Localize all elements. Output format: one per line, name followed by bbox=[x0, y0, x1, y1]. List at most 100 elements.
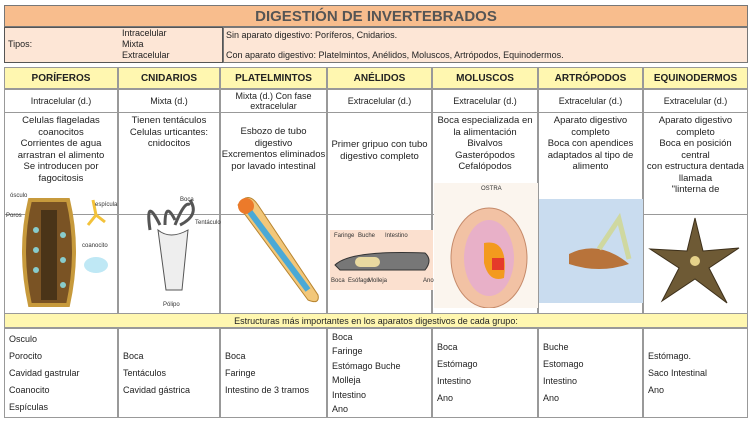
description-line: Se introducen por fagocitosis bbox=[23, 161, 99, 184]
description-line: Aparato digestivo completo bbox=[553, 115, 628, 138]
summary-box: Sin aparato digestivo: Poríferos, Cnidar… bbox=[223, 27, 748, 63]
divider bbox=[4, 214, 748, 215]
digestion-type-text: Mixta (d.) bbox=[150, 96, 188, 106]
column-header: ANÉLIDOS bbox=[327, 67, 432, 89]
structure-item: Buche bbox=[543, 342, 569, 352]
image-label: Boca bbox=[331, 278, 345, 284]
equinodermo-illustration bbox=[648, 217, 740, 304]
description-cell: Primer gripuo con tubo digestivo complet… bbox=[327, 113, 432, 313]
tipos-label: Tipos: bbox=[8, 39, 33, 49]
digestion-type-text: Mixta (d.) Con fase extracelular bbox=[235, 91, 312, 111]
structure-item: Intestino de 3 tramos bbox=[225, 384, 310, 395]
description-line: Gasterópodos bbox=[455, 149, 515, 161]
structure-item: Estómago bbox=[437, 359, 478, 369]
structure-item: Coanocito bbox=[9, 384, 50, 395]
structure-item: Faringe bbox=[332, 346, 363, 356]
description-line: Aparato digestivo completo bbox=[658, 115, 733, 138]
structure-item: Faringe bbox=[225, 367, 256, 378]
digestion-type-text: Extracelular (d.) bbox=[558, 96, 623, 106]
description-line: Boca especializada en la alimentación bbox=[437, 115, 533, 138]
image-label: Pólipo bbox=[163, 302, 180, 308]
structure-item: Ano bbox=[437, 393, 454, 403]
image-label: Faringe bbox=[334, 233, 355, 239]
image-label: Ano bbox=[423, 278, 434, 284]
structure-item: Tentáculos bbox=[123, 367, 167, 378]
description-line: Excrementos eliminados por lavado intest… bbox=[221, 149, 326, 172]
structure-item: Espículas bbox=[9, 401, 49, 412]
summary-con: Con aparato digestivo: Platelmintos, Ané… bbox=[226, 50, 564, 60]
column-header: MOLUSCOS bbox=[432, 67, 538, 89]
description-line: Bivalvos bbox=[467, 138, 503, 149]
structure-item: Ano bbox=[332, 404, 349, 414]
digestion-type-text: Extracelular (d.) bbox=[663, 96, 728, 106]
estructuras-header: Estructuras más importantes en los apara… bbox=[4, 313, 748, 328]
description-line: Primer gripuo con tubo digestivo complet… bbox=[331, 139, 428, 162]
structure-item: Cavidad gastrular bbox=[9, 367, 80, 378]
image-label: Molleja bbox=[368, 278, 388, 284]
structure-item: Molleja bbox=[332, 375, 361, 385]
column-header: ARTRÓPODOS bbox=[538, 67, 643, 89]
structure-item: Ano bbox=[543, 393, 560, 403]
structure-item: Intestino bbox=[332, 389, 367, 400]
artropodo-illustration bbox=[539, 199, 643, 303]
description-line: Celulas flageladas coanocitos bbox=[22, 115, 100, 138]
structure-item: Estomago bbox=[543, 359, 584, 369]
image-label: coanocito bbox=[82, 243, 108, 249]
image-label: Esófago bbox=[348, 278, 371, 284]
structure-item: Intestino bbox=[543, 376, 578, 386]
image-label: Poros bbox=[6, 213, 22, 219]
porifero-illustration bbox=[22, 198, 108, 307]
structure-item: Osculo bbox=[9, 333, 38, 344]
description-line: Boca en posición central bbox=[659, 138, 732, 161]
digestion-type-text: Extracelular (d.) bbox=[347, 96, 412, 106]
tipo-value: Intracelular bbox=[122, 28, 167, 38]
description-line: Cefalópodos bbox=[458, 161, 512, 172]
column-header: EQUINODERMOS bbox=[643, 67, 748, 89]
image-label: Tentáculo bbox=[195, 220, 221, 226]
digestion-type-text: Intracelular (d.) bbox=[30, 96, 92, 106]
digestion-type: Extracelular (d.) bbox=[643, 89, 748, 113]
image-label: OSTRA bbox=[481, 186, 502, 192]
description-line: "linterna de bbox=[671, 184, 720, 195]
summary-sin: Sin aparato digestivo: Poríferos, Cnidar… bbox=[226, 30, 398, 40]
image-label: Boca bbox=[180, 197, 194, 203]
structure-item: Boca bbox=[123, 350, 144, 361]
description-line: Esbozo de tubo digestivo bbox=[240, 126, 307, 149]
digestion-type: Extracelular (d.) bbox=[327, 89, 432, 113]
cnidario-illustration bbox=[147, 199, 195, 291]
structure-item: Ano bbox=[648, 384, 665, 395]
structure-item: Boca bbox=[332, 331, 353, 342]
page-title: DIGESTIÓN DE INVERTEBRADOS bbox=[4, 5, 748, 27]
structure-item: Saco Intestinal bbox=[648, 367, 708, 378]
structure-item: Intestino bbox=[437, 376, 472, 386]
platelminto-illustration bbox=[237, 197, 319, 303]
tipos-box: Tipos: Intracelular Mixta Extracelular bbox=[4, 27, 223, 63]
digestion-type: Mixta (d.) Con fase extracelular bbox=[220, 89, 327, 113]
structure-item: Estómago Buche bbox=[332, 360, 401, 371]
column-header: PORÍFEROS bbox=[4, 67, 118, 89]
digestion-type: Extracelular (d.) bbox=[538, 89, 643, 113]
structure-item: Estómago. bbox=[648, 350, 692, 361]
description-line: Tienen tentáculos bbox=[131, 115, 207, 126]
description-line: Boca con apendices adaptados al tipo de … bbox=[547, 138, 634, 172]
anelido-illustration: Faringe Buche Intestino Boca Esófago Mol… bbox=[330, 230, 434, 290]
structure-item: Boca bbox=[437, 342, 458, 352]
image-label: ósculo bbox=[10, 193, 28, 199]
description-line: con estructura dentada llamada bbox=[646, 161, 745, 184]
image-label: Buche bbox=[358, 233, 376, 239]
description-line: Corrientes de agua arrastran el alimento bbox=[17, 138, 105, 161]
description-line: Celulas urticantes: cnidocitos bbox=[129, 126, 209, 150]
digestion-type-text: Extracelular (d.) bbox=[453, 96, 517, 106]
digestion-type: Mixta (d.) bbox=[118, 89, 220, 113]
digestion-type: Extracelular (d.) bbox=[432, 89, 538, 113]
molusco-illustration: OSTRA bbox=[434, 183, 538, 308]
